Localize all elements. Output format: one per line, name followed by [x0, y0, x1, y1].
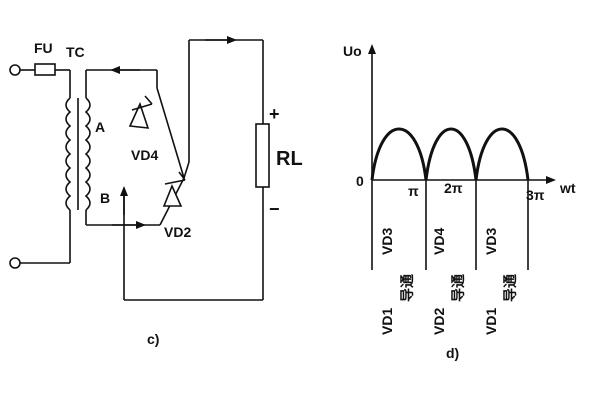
thyristor-vd4-symbol [128, 101, 150, 129]
node-a-label: A [95, 119, 105, 135]
thyristor-vd2-label: VD2 [164, 224, 191, 240]
transformer-primary-coil [65, 97, 72, 211]
node-b-label: B [100, 190, 110, 206]
load-resistor [255, 123, 270, 188]
tick-pi: π [408, 183, 419, 199]
fuse-label: FU [34, 40, 53, 56]
fuse-symbol [34, 63, 56, 76]
conduction-2-upper: VD4 [431, 228, 447, 255]
y-axis-label: Uo [343, 43, 362, 59]
conduction-3-note: 导通 [502, 274, 518, 302]
caption-c: c) [147, 331, 159, 347]
circuit-c: FU TC A B VD4 VD2 RL + − c) [9, 36, 303, 347]
tick-2pi: 2π [444, 180, 463, 196]
plus-sign: + [269, 104, 280, 124]
thyristor-vd2-symbol [162, 183, 183, 207]
thyristor-vd4-label: VD4 [131, 147, 158, 163]
tick-3pi: 3π [526, 187, 545, 203]
conduction-1-note: 导通 [399, 274, 415, 302]
conduction-3-lower: VD1 [483, 308, 499, 335]
conduction-1-upper: VD3 [379, 228, 395, 255]
waveform-curve [370, 127, 530, 181]
input-terminal-top [9, 64, 21, 76]
transformer-label: TC [66, 44, 85, 60]
load-label: RL [276, 148, 303, 170]
waveform-d: Uo wt 0 π 2π 3π VD3 VD1 导通 VD4 VD2 导通 VD… [343, 43, 576, 361]
conduction-2-lower: VD2 [431, 308, 447, 335]
minus-sign: − [269, 199, 280, 219]
conduction-3-upper: VD3 [483, 228, 499, 255]
origin-label: 0 [356, 173, 364, 189]
transformer-secondary-coil [84, 97, 91, 211]
conduction-2-note: 导通 [450, 274, 466, 302]
conduction-1-lower: VD1 [379, 308, 395, 335]
input-terminal-bottom [9, 257, 21, 269]
x-axis-label: wt [559, 180, 576, 196]
caption-d: d) [446, 345, 459, 361]
